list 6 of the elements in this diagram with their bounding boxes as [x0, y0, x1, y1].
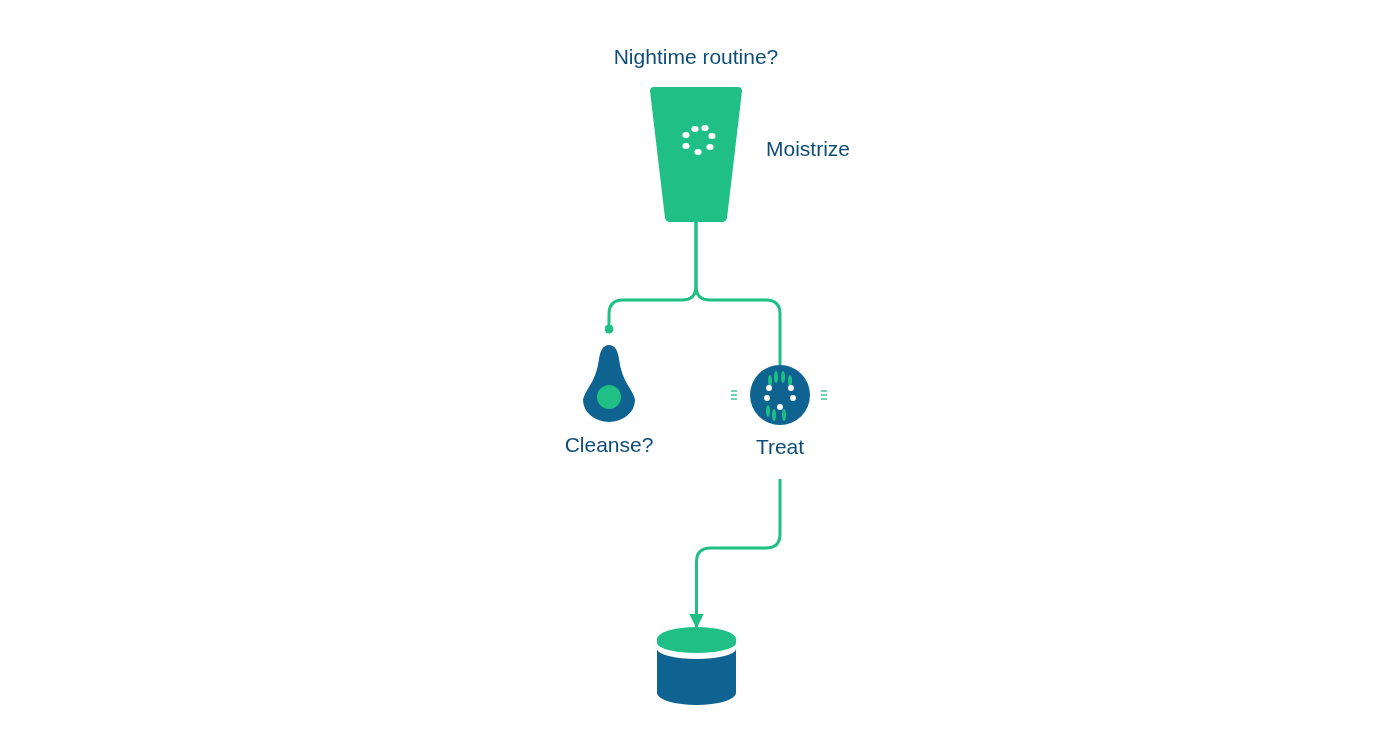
- connector-line: [694, 222, 782, 365]
- connector-line: [689, 479, 782, 629]
- diagram-title: Nightime routine?: [612, 45, 780, 69]
- step-label: Treat: [754, 435, 806, 459]
- step-label: Cleanse?: [563, 433, 655, 457]
- step-label: Moistrize: [766, 137, 850, 161]
